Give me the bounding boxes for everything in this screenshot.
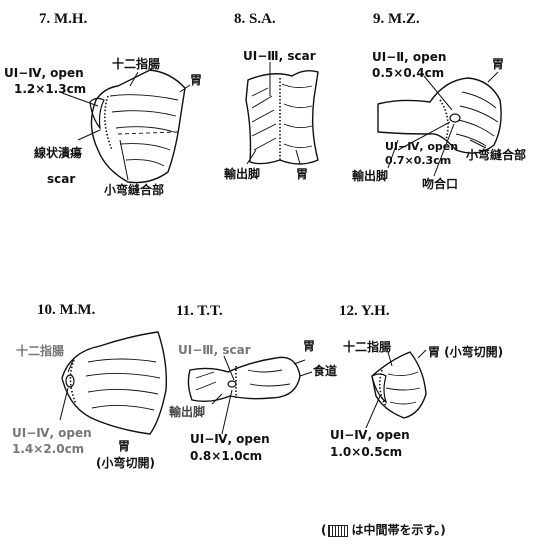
label-stomach: 胃 <box>296 168 308 180</box>
label-duodenum: 十二指腸 <box>343 341 391 353</box>
label-lesser-curvature-incision: (小弯切開) <box>96 457 155 469</box>
label-ulcer-grade: UI−Ⅲ, scar <box>178 344 251 356</box>
specimen-12 <box>372 352 426 418</box>
figure-title-10: 10. M.M. <box>37 303 95 318</box>
label-ulcer-grade: UI−Ⅳ, open <box>4 67 84 79</box>
legend-text: は中間帯を示す。) <box>351 523 445 537</box>
specimen-10 <box>62 332 166 434</box>
label-ulcer-size: 1.4×2.0cm <box>12 443 84 455</box>
label-ulcer-size: 0.8×1.0cm <box>190 450 262 462</box>
label-stomach: 胃 <box>303 340 315 352</box>
label-ulcer-grade: UI−Ⅳ, open <box>385 141 458 152</box>
label-ulcer-grade: UI−Ⅳ, open <box>330 429 410 441</box>
label-ulcer-size: 1.2×1.3cm <box>14 83 86 95</box>
figure-title-7: 7. M.H. <box>39 12 87 27</box>
label-ulcer-grade: UI−Ⅳ, open <box>12 427 92 439</box>
legend-open-paren: ( <box>321 523 326 537</box>
intermediate-zone-swatch-icon <box>328 525 348 537</box>
legend: ( は中間帯を示す。) <box>321 524 446 537</box>
label-anastomosis: 吻合口 <box>422 178 458 190</box>
label-ulcer-grade: UI−Ⅱ, open <box>372 51 446 63</box>
figure-title-8: 8. S.A. <box>234 12 276 27</box>
specimen-7 <box>90 70 185 183</box>
label-ulcer-size: 0.5×0.4cm <box>372 67 444 79</box>
label-esophagus: 食道 <box>313 365 337 377</box>
figure-title-9: 9. M.Z. <box>373 12 420 27</box>
specimen-11 <box>188 357 300 401</box>
label-lesser-curvature-suture: 小弯縫合部 <box>466 149 526 161</box>
specimen-8 <box>246 71 318 164</box>
label-duodenum: 十二指腸 <box>112 58 160 70</box>
label-efferent-loop: 輸出脚 <box>224 168 260 180</box>
label-ulcer-grade: UI−Ⅲ, scar <box>243 50 316 62</box>
label-lesser-curvature-suture: 小弯縫合部 <box>104 184 164 196</box>
label-stomach: 胃 <box>492 58 504 70</box>
figure-title-12: 12. Y.H. <box>339 304 390 319</box>
figure-title-11: 11. T.T. <box>176 304 223 319</box>
label-stomach: 胃 <box>190 74 202 86</box>
label-linear-ulcer: 線状潰瘍 <box>34 147 82 159</box>
label-scar: scar <box>47 173 75 185</box>
label-ulcer-grade: UI−Ⅳ, open <box>190 433 270 445</box>
label-ulcer-size: 1.0×0.5cm <box>330 446 402 458</box>
label-efferent-loop: 輸出脚 <box>352 170 388 182</box>
label-stomach: 胃 <box>118 440 130 452</box>
label-stomach-lesser-curvature-incision: 胃 (小弯切開) <box>428 346 503 358</box>
label-duodenum: 十二指腸 <box>16 345 64 357</box>
label-ulcer-size: 0.7×0.3cm <box>385 155 451 166</box>
label-efferent-loop: 輸出脚 <box>169 406 205 418</box>
